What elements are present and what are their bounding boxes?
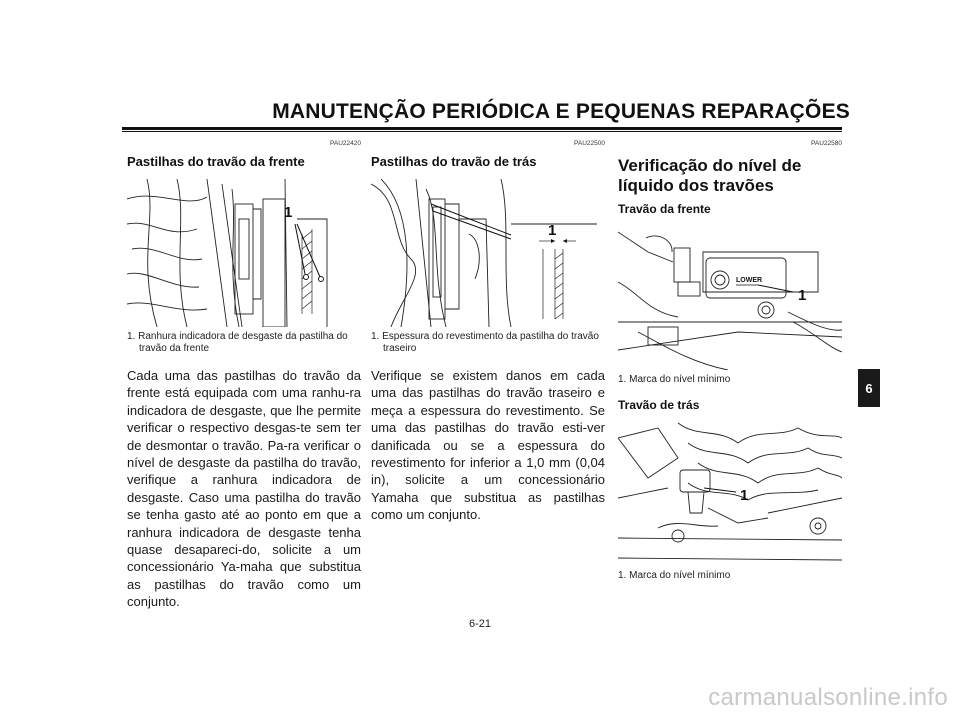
figure-rear-brake-pads: 1	[371, 179, 597, 327]
header-rule-thin	[122, 131, 842, 132]
chapter-tab: 6	[858, 369, 880, 407]
column-brake-fluid-level: PAU22580 Verificação do nível de líquido…	[618, 140, 842, 582]
figure-rear-reservoir: 1	[618, 418, 842, 566]
reservoir-lower-mark: LOWER	[736, 277, 762, 284]
subsection-title-rear: Travão de trás	[618, 398, 700, 412]
front-brake-pads-illustration: 1	[127, 179, 328, 327]
rear-reservoir-illustration: 1	[618, 422, 842, 561]
figure-callout-1: 1	[740, 487, 748, 504]
column-rear-brake-pads: PAU22500 Pastilhas do travão de trás	[371, 140, 605, 524]
figure-callout-1: 1	[284, 204, 292, 221]
figure-caption: 1. Marca do nível mínimo	[618, 570, 731, 581]
figure-caption: 1. Espessura do revestimento da pastilha…	[371, 331, 599, 354]
section-title: Pastilhas do travão de trás	[371, 154, 537, 169]
section-body: Verifique se existem danos em cada uma d…	[371, 368, 605, 523]
watermark: carmanualsonline.info	[708, 684, 948, 711]
section-body: Cada uma das pastilhas do travão da fren…	[127, 368, 361, 610]
figure-caption: 1. Marca do nível mínimo	[618, 374, 731, 385]
header-rule	[122, 127, 842, 130]
page-header-title: MANUTENÇÃO PERIÓDICA E PEQUENAS REPARAÇÕ…	[272, 100, 850, 123]
rear-brake-pads-illustration: 1	[371, 179, 597, 327]
section-code: PAU22580	[811, 140, 842, 147]
figure-caption: 1. Ranhura indicadora de desgaste da pas…	[127, 331, 348, 354]
figure-callout-1: 1	[798, 287, 806, 304]
subsection-title-front: Travão da frente	[618, 202, 711, 216]
page-number: 6-21	[468, 618, 492, 630]
figure-front-brake-pads: 1	[127, 179, 349, 327]
figure-callout-1: 1	[548, 222, 556, 239]
front-reservoir-illustration: LOWER 1	[618, 231, 842, 370]
section-code: PAU22500	[574, 140, 605, 147]
section-title: Pastilhas do travão da frente	[127, 154, 305, 169]
column-front-brake-pads: PAU22420 Pastilhas do travão da frente	[127, 140, 361, 611]
section-title: Verificação do nível de líquido dos trav…	[618, 156, 802, 195]
figure-front-reservoir: LOWER 1	[618, 222, 842, 370]
section-code: PAU22420	[330, 140, 361, 147]
